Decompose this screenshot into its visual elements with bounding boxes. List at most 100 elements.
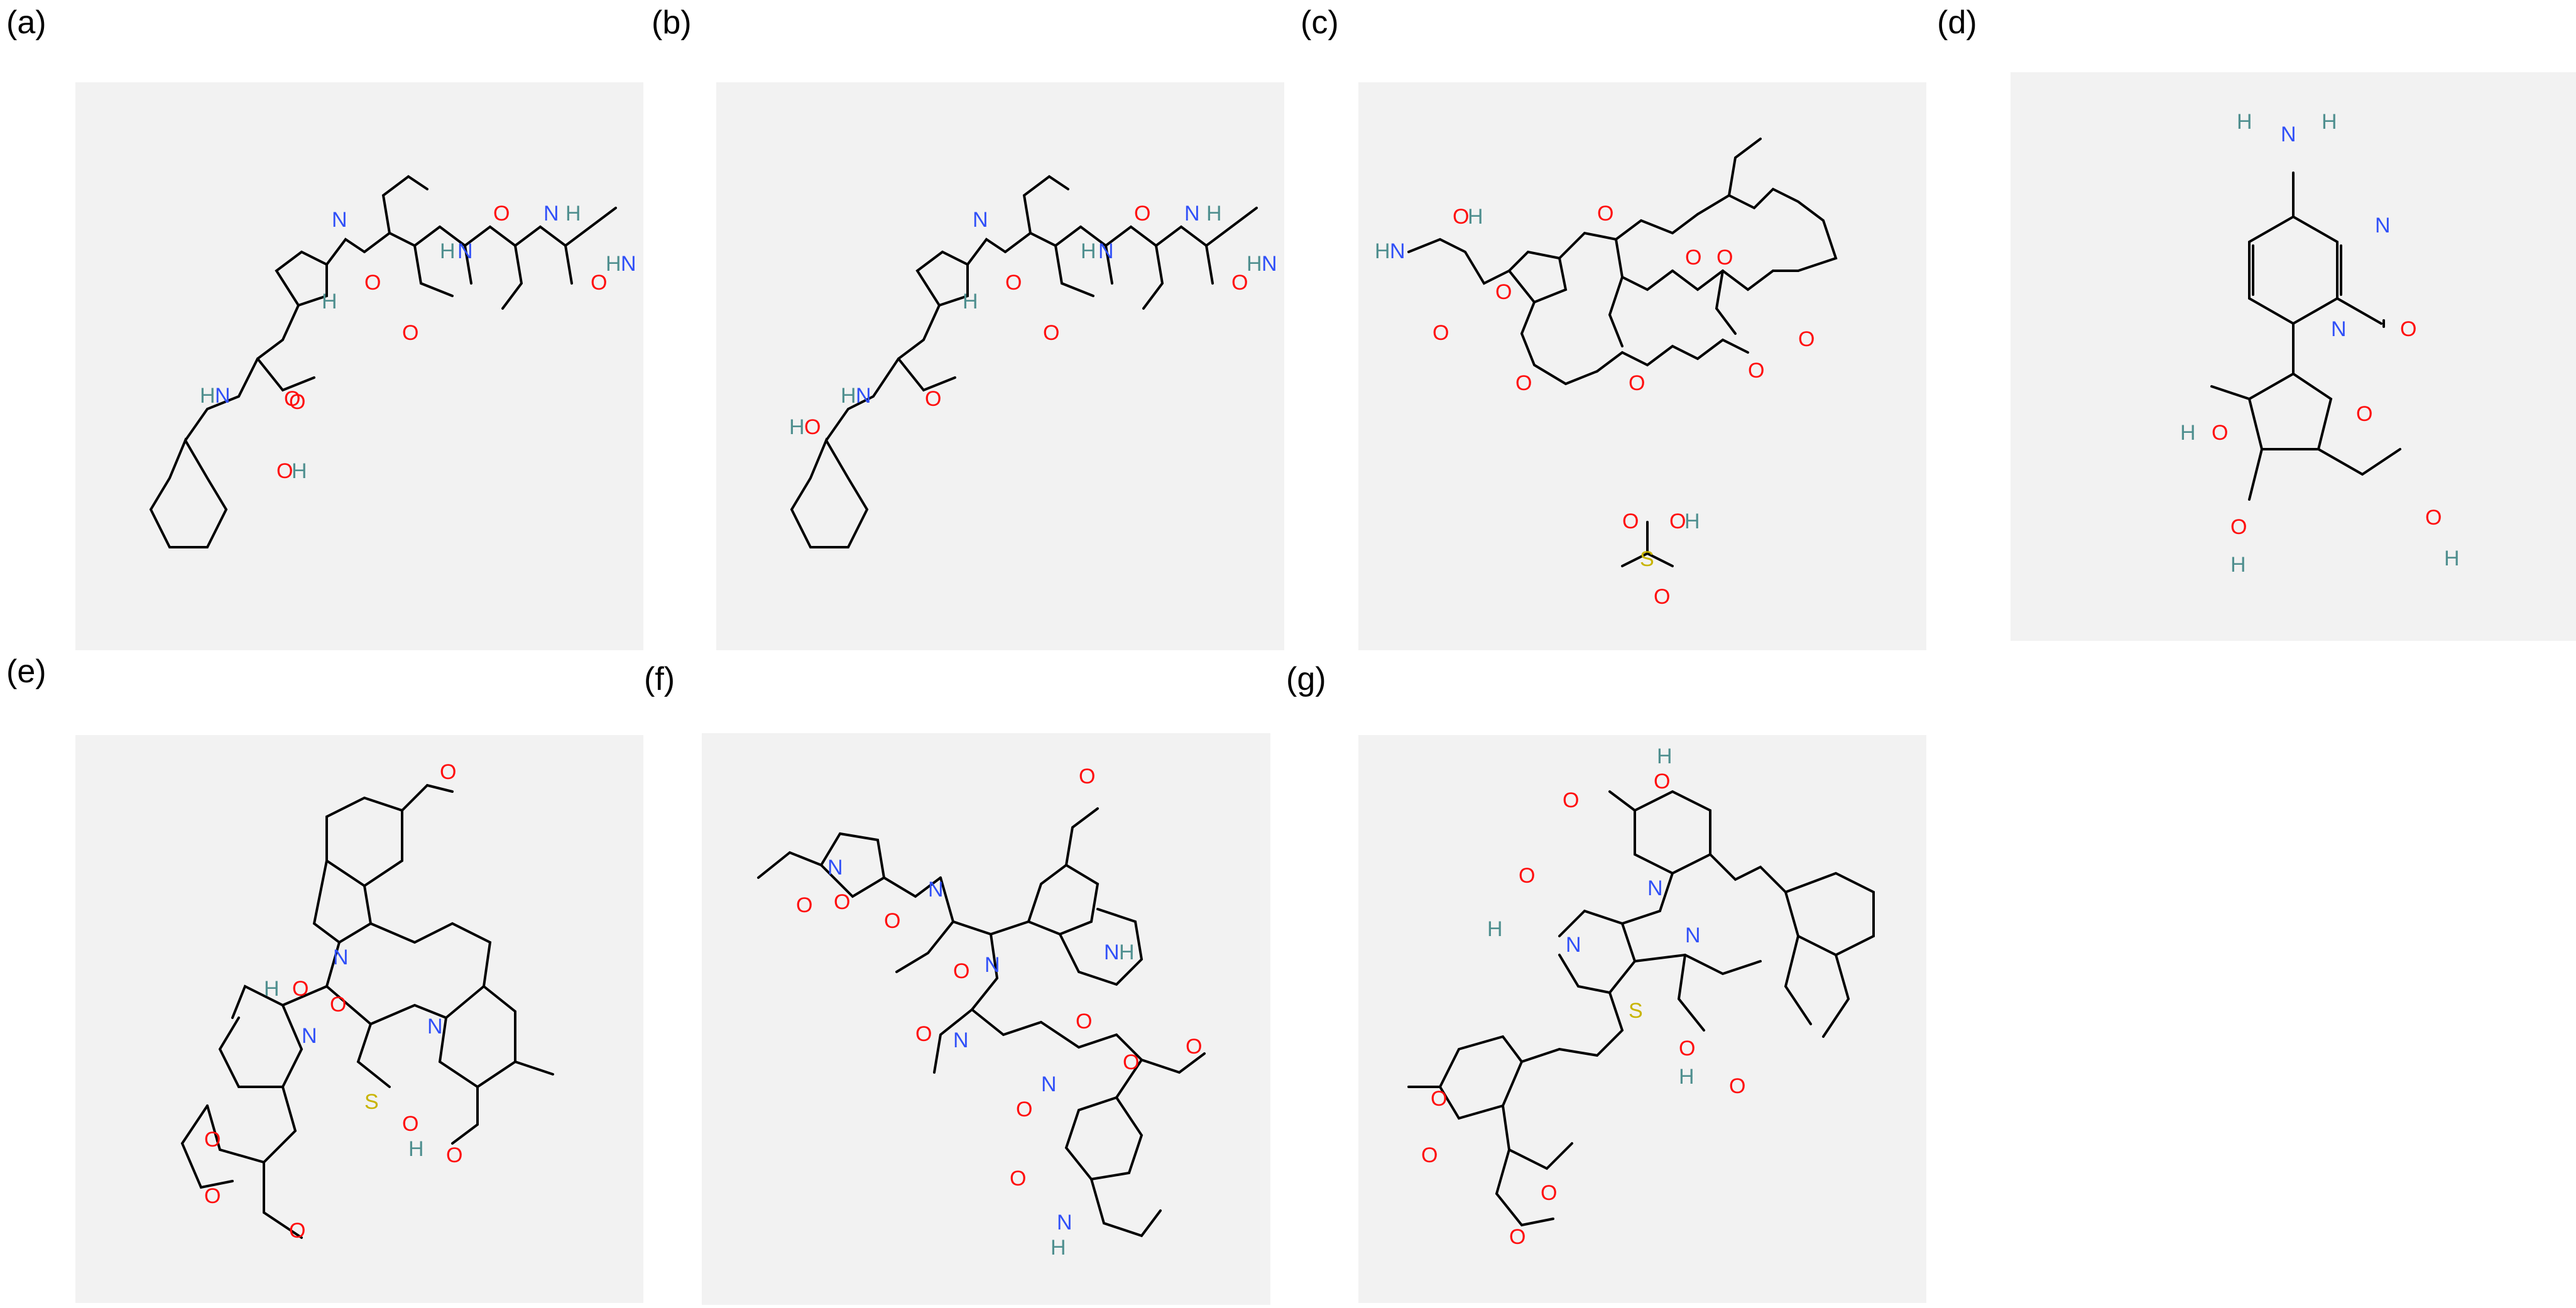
atom-label: O bbox=[289, 390, 305, 414]
atom-label: O bbox=[1622, 510, 1639, 533]
atom-label: H bbox=[606, 252, 621, 276]
atom-label: O bbox=[1453, 205, 1469, 229]
atom-label: O bbox=[440, 760, 456, 784]
atom-label: O bbox=[1010, 1167, 1026, 1191]
atom-label: N bbox=[856, 384, 871, 408]
atom-label: O bbox=[1186, 1035, 1202, 1059]
atom-label: N bbox=[215, 384, 231, 408]
atom-label: N bbox=[1390, 239, 1405, 263]
atom-label: N bbox=[973, 208, 988, 232]
atom-label: O bbox=[292, 977, 308, 1001]
atom-label: O bbox=[1016, 1098, 1032, 1121]
structure-panel-d: H N H N N O O O H O H O H bbox=[2011, 72, 2576, 641]
atom-label: O bbox=[284, 387, 300, 411]
structure-panel-c: H N O H O O O O O O O O O S O O O H bbox=[1358, 82, 1926, 650]
atom-label: N bbox=[302, 1024, 317, 1048]
atom-label: O bbox=[493, 202, 510, 226]
molecule-c: H N O H O O O O O O O O O S O O O H bbox=[1375, 138, 1838, 609]
molecule-d: H N H N N O O O H O H O H bbox=[2180, 110, 2460, 577]
atom-label: O bbox=[446, 1143, 462, 1167]
molecule-a: N O O O H H N N O O O H N H N H O H bbox=[149, 175, 636, 548]
atom-label: O bbox=[804, 415, 821, 439]
atom-label: H bbox=[2230, 553, 2246, 577]
atom-label: N bbox=[2281, 123, 2296, 146]
atom-label: H bbox=[1487, 917, 1503, 941]
atom-label: H bbox=[565, 202, 581, 226]
panel-label-f: (f) bbox=[644, 661, 675, 697]
atom-label: O bbox=[1541, 1181, 1557, 1205]
atom-label: N bbox=[333, 946, 349, 969]
atom-label: O bbox=[276, 459, 293, 483]
panel-label-e: (e) bbox=[6, 653, 46, 690]
atom-label: O bbox=[2425, 506, 2442, 530]
atom-label: O bbox=[1231, 271, 1248, 295]
atom-label: H bbox=[1247, 252, 1262, 276]
atom-label: N bbox=[1262, 252, 1277, 276]
atom-label: O bbox=[884, 909, 900, 933]
structure-panel-f: O N O N O O N O N H O N O O O N O O N H bbox=[702, 733, 1270, 1305]
atom-label: N bbox=[953, 1028, 969, 1052]
atom-label: H bbox=[2237, 110, 2252, 134]
panel-label-a: (a) bbox=[6, 4, 46, 41]
atom-label: N bbox=[928, 878, 944, 902]
atom-label: H bbox=[1657, 744, 1673, 768]
atom-label: O bbox=[1079, 765, 1095, 788]
atom-label: N bbox=[1647, 876, 1663, 900]
atom-label: O bbox=[834, 890, 850, 914]
atom-label: O bbox=[1509, 1225, 1525, 1249]
atom-label: O bbox=[1043, 321, 1059, 345]
atom-label: O bbox=[1495, 280, 1512, 304]
atom-label: O bbox=[2230, 515, 2247, 539]
atom-label: O bbox=[1076, 1010, 1092, 1033]
atom-label: H bbox=[408, 1137, 424, 1161]
atom-label: O bbox=[1005, 271, 1022, 295]
atom-label: N bbox=[1098, 239, 1114, 263]
atom-label: O bbox=[1421, 1143, 1438, 1167]
atom-label: O bbox=[1729, 1074, 1745, 1098]
atom-label: O bbox=[915, 1022, 932, 1046]
atom-label: N bbox=[543, 202, 559, 226]
atom-label: H bbox=[264, 977, 280, 1001]
atom-label: H bbox=[1468, 205, 1483, 229]
atom-label: N bbox=[332, 208, 347, 232]
atom-label: S bbox=[1640, 547, 1654, 571]
atom-label: H bbox=[1684, 510, 1700, 533]
atom-label: O bbox=[364, 271, 381, 295]
atom-label: H bbox=[322, 290, 337, 313]
panel-label-d: (d) bbox=[1937, 4, 1977, 41]
atom-label: O bbox=[796, 893, 812, 917]
molecule-e: O N H O O N N S O O H O O O bbox=[180, 760, 554, 1243]
atom-label: O bbox=[1515, 371, 1532, 395]
atom-label: O bbox=[2356, 402, 2372, 426]
atom-label: O bbox=[2400, 317, 2416, 341]
atom-label: O bbox=[1563, 788, 1579, 812]
atom-label: H bbox=[200, 384, 216, 408]
atom-label: N bbox=[1104, 940, 1120, 964]
atom-label: O bbox=[1519, 864, 1535, 888]
molecule-f: O N O N O O N O N H O N O O O N O O N H bbox=[757, 765, 1206, 1260]
atom-label: S bbox=[364, 1090, 379, 1114]
atom-label: O bbox=[1798, 327, 1815, 351]
atom-label: H bbox=[841, 384, 856, 408]
atom-label: O bbox=[953, 959, 969, 983]
atom-label: O bbox=[402, 1112, 418, 1136]
atom-label: O bbox=[204, 1128, 221, 1152]
atom-label: O bbox=[1685, 246, 1701, 270]
atom-label: O bbox=[1629, 371, 1645, 395]
atom-label: O bbox=[591, 271, 607, 295]
atom-label: O bbox=[1123, 1050, 1139, 1074]
atom-label: N bbox=[427, 1015, 443, 1038]
molecule-g: H O O O H N N N S O O O H O O O bbox=[1407, 744, 1875, 1249]
atom-label: N bbox=[457, 239, 473, 263]
atom-label: O bbox=[1669, 510, 1686, 533]
atom-label: O bbox=[330, 993, 346, 1016]
atom-label: O bbox=[1654, 770, 1670, 793]
atom-label: O bbox=[1134, 202, 1150, 226]
atom-label: O bbox=[1654, 585, 1670, 609]
atom-label: H bbox=[440, 239, 456, 263]
atom-label: N bbox=[827, 856, 843, 880]
structure-panel-b: N O O O H H N N O O H N H N H O H bbox=[716, 82, 1284, 650]
atom-label: O bbox=[204, 1184, 221, 1208]
atom-label: H bbox=[2444, 547, 2460, 570]
atom-label: N bbox=[1041, 1072, 1057, 1096]
